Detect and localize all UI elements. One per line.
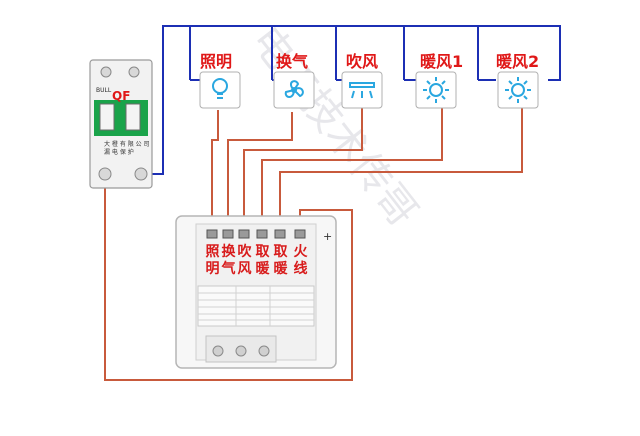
terminal-2 [222, 229, 234, 239]
switch-spec-table-lines [198, 286, 314, 326]
breaker-toggle-left [99, 103, 115, 131]
plus-mark: + [323, 230, 332, 243]
terminal-label-5: 取 暖 [273, 244, 288, 277]
load-label-1: 照明 [200, 52, 233, 71]
breaker-top-screw-right [128, 66, 140, 78]
breaker-brand: BULL [96, 87, 112, 94]
terminal-label-6: 火 线 [293, 244, 308, 277]
breaker-tag-qf: QF [112, 89, 130, 103]
breaker-top-screw-left [100, 66, 112, 78]
fan-icon [273, 71, 315, 109]
wire-light [211, 110, 219, 232]
breaker-bottom-screw-left [98, 167, 112, 181]
load-label-4: 暖风1 [420, 52, 464, 71]
terminal-1 [206, 229, 218, 239]
load-label-5: 暖风2 [496, 52, 540, 71]
load-label-2: 换气 [276, 52, 309, 71]
blower-icon [341, 71, 383, 109]
live-wires [104, 106, 523, 381]
load-icons [199, 71, 539, 109]
neutral-wires [148, 25, 561, 175]
terminal-label-1: 照 明 [205, 244, 220, 277]
live-feed-wire [104, 174, 353, 381]
terminal-4 [256, 229, 268, 239]
terminal-label-3: 吹 风 [237, 244, 252, 277]
wire-blower [243, 106, 363, 232]
breaker-bottom-screw-right [134, 167, 148, 181]
terminal-5 [274, 229, 286, 239]
terminal-label-4: 取 暖 [255, 244, 270, 277]
load-label-3: 吹风 [346, 52, 379, 71]
wire-fan [227, 112, 293, 232]
breaker-side-text-2: 漏 电 保 护 [104, 148, 134, 156]
breaker-side-text-1: 大 橙 有 限 公 司 [104, 140, 150, 148]
switch-panel: + [175, 215, 337, 369]
breaker-toggle-right [125, 103, 141, 131]
watermark: 电工技术传哥 [242, 18, 426, 235]
switch-terminals [206, 229, 306, 239]
wire-heat-2 [279, 108, 523, 232]
bulb-icon [199, 71, 241, 109]
terminal-label-2: 换 气 [221, 244, 236, 277]
neutral-bus-wire [148, 25, 561, 175]
wire-heat-1 [261, 108, 443, 232]
circuit-breaker: BULL 大 橙 有 限 公 司 漏 电 保 护 QF [89, 59, 153, 189]
terminal-3 [238, 229, 250, 239]
terminal-6 [294, 229, 306, 239]
heat-lamp-2-icon [497, 71, 539, 109]
heat-lamp-1-icon [415, 71, 457, 109]
